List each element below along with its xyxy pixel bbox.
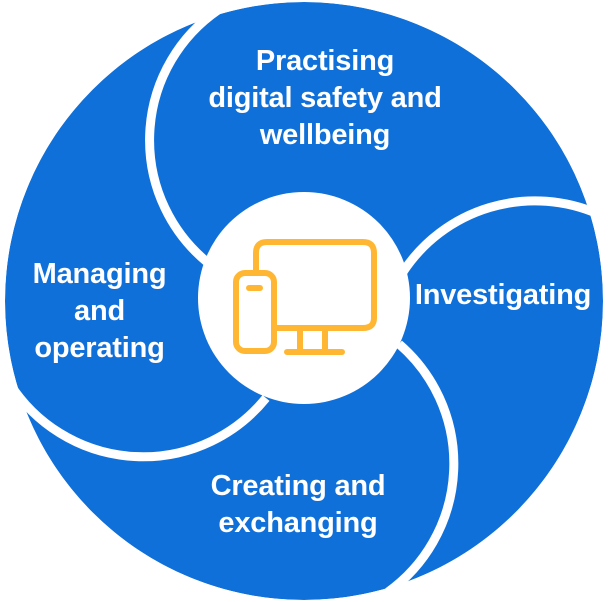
label-line: Creating and	[210, 470, 386, 502]
separator-right	[399, 196, 600, 275]
segment-label-creating: Creating and exchanging	[188, 468, 408, 542]
label-line: digital safety and	[208, 82, 442, 114]
label-line: operating	[34, 332, 165, 364]
phone-icon	[233, 270, 277, 354]
label-line: exchanging	[218, 507, 378, 539]
monitor-icon	[253, 239, 377, 331]
segment-label-investigating: Investigating	[408, 277, 598, 314]
label-line: Practising	[255, 45, 395, 77]
devices-icon	[225, 232, 385, 362]
label-line: Managing	[32, 258, 167, 290]
separator-top	[145, 6, 221, 266]
label-line: Investigating	[414, 279, 592, 311]
monitor-stand-icon	[284, 327, 345, 355]
separator-left	[6, 381, 270, 462]
separator-bottom	[385, 340, 459, 596]
label-line: and	[74, 295, 125, 327]
segment-label-managing: Managing and operating	[12, 256, 187, 367]
segment-label-practising: Practising digital safety and wellbeing	[190, 43, 460, 154]
label-line: wellbeing	[259, 119, 391, 151]
